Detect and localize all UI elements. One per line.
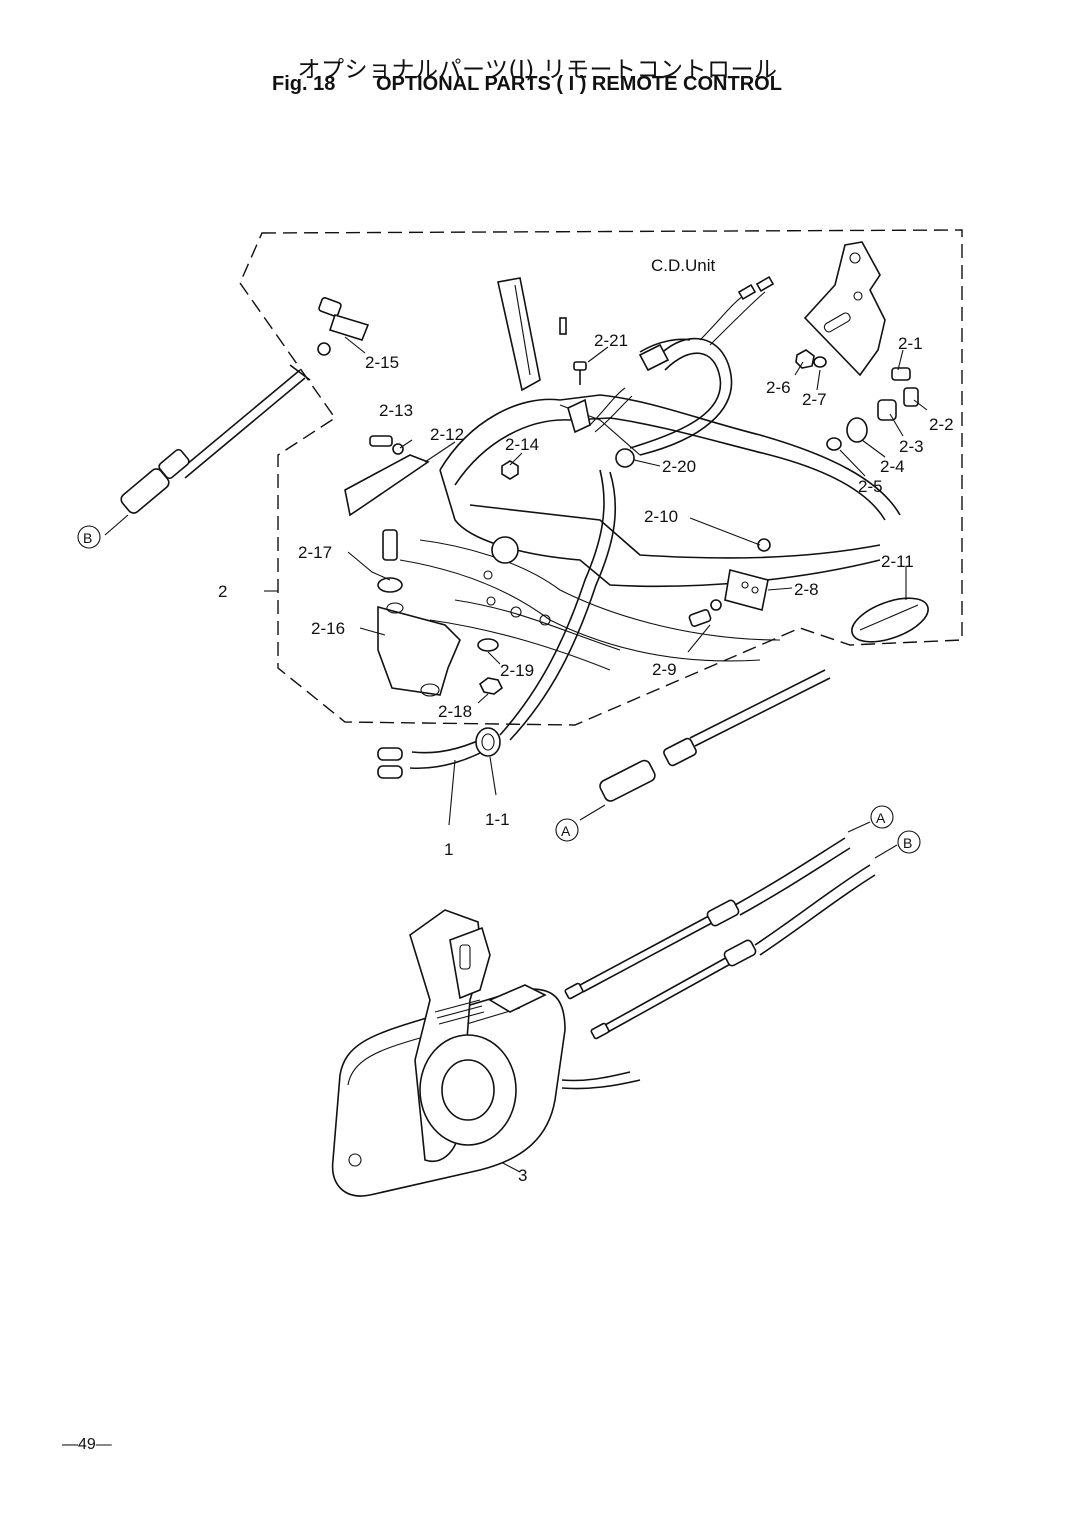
plate-2-16 bbox=[377, 529, 504, 697]
label-2-21: 2-21 bbox=[594, 331, 628, 350]
label-3: 3 bbox=[518, 1166, 527, 1185]
ref-circle-a-right bbox=[870, 805, 894, 829]
page-number: —49— bbox=[62, 1436, 112, 1453]
figure-number: Fig. 18 bbox=[272, 73, 336, 95]
screw-2-21 bbox=[573, 361, 587, 385]
ref-label-b-right: B bbox=[903, 835, 912, 851]
label-2: 2 bbox=[218, 582, 227, 601]
shift-cable-upper bbox=[599, 669, 831, 802]
cd-unit-harness bbox=[499, 275, 775, 741]
label-2-10: 2-10 bbox=[644, 507, 678, 526]
label-2-13: 2-13 bbox=[379, 401, 413, 420]
title-japanese: オプショナルパーツ(Ⅰ) リモートコントロール bbox=[297, 57, 778, 83]
remote-control-box-part-3 bbox=[331, 909, 641, 1197]
bracket-2-12 bbox=[344, 435, 430, 517]
label-1: 1 bbox=[444, 840, 453, 859]
label-2-15: 2-15 bbox=[365, 353, 399, 372]
label-2-4: 2-4 bbox=[880, 457, 905, 476]
small-parts-upper-right bbox=[795, 349, 919, 451]
ref-label-b-left: B bbox=[83, 530, 92, 546]
label-2-16: 2-16 bbox=[311, 619, 345, 638]
label-2-14: 2-14 bbox=[505, 435, 539, 454]
label-2-9: 2-9 bbox=[652, 660, 677, 679]
ref-circle-b-right bbox=[897, 830, 921, 854]
adjuster-2-15 bbox=[317, 297, 370, 356]
ref-label-a-center: A bbox=[561, 823, 571, 839]
parts-2-8-to-2-11 bbox=[688, 538, 929, 643]
label-2-6: 2-6 bbox=[766, 378, 791, 397]
nut-2-14 bbox=[501, 460, 519, 480]
ref-label-a-right: A bbox=[876, 810, 886, 826]
lower-cables bbox=[564, 837, 876, 1040]
title-english: OPTIONAL PARTS ( I ) REMOTE CONTROL bbox=[376, 73, 782, 95]
label-2-2: 2-2 bbox=[929, 415, 954, 434]
label-1-1: 1-1 bbox=[485, 810, 510, 829]
label-2-7: 2-7 bbox=[802, 390, 827, 409]
label-2-19: 2-19 bbox=[500, 661, 534, 680]
label-2-8: 2-8 bbox=[794, 580, 819, 599]
lever-arm bbox=[497, 277, 567, 392]
ref-circle-b-left bbox=[77, 525, 101, 549]
harness-part-1 bbox=[377, 727, 501, 779]
label-2-20: 2-20 bbox=[662, 457, 696, 476]
ref-circle-a-center bbox=[555, 818, 579, 842]
label-2-12: 2-12 bbox=[430, 425, 464, 444]
label-2-3: 2-3 bbox=[899, 437, 924, 456]
label-cd-unit: C.D.Unit bbox=[651, 256, 716, 275]
bracket-2-1 bbox=[803, 241, 886, 377]
label-2-18: 2-18 bbox=[438, 702, 472, 721]
label-2-1: 2-1 bbox=[898, 334, 923, 353]
housing-outline bbox=[399, 394, 901, 671]
throttle-cable-upper bbox=[120, 364, 311, 514]
label-2-5: 2-5 bbox=[858, 477, 883, 496]
label-2-17: 2-17 bbox=[298, 543, 332, 562]
label-2-11: 2-11 bbox=[881, 552, 914, 571]
leader-lines bbox=[104, 336, 928, 1173]
assembly-boundary bbox=[239, 229, 963, 726]
